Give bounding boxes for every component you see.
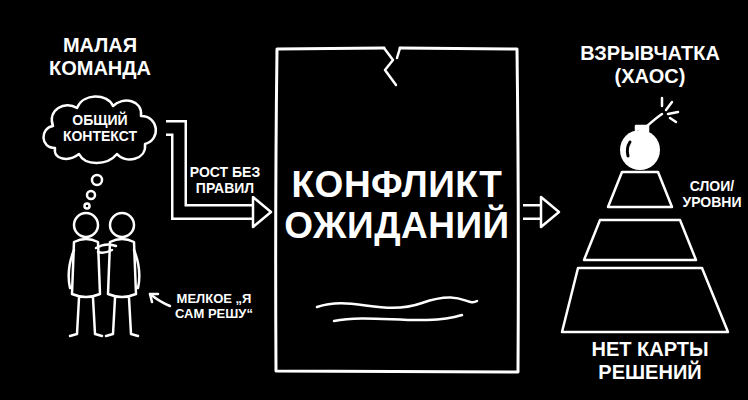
pyramid-tier bbox=[562, 268, 728, 332]
thought-cloud: ОБЩИЙ КОНТЕКСТ bbox=[35, 88, 165, 168]
group-heading: МАЛАЯ КОМАНДА bbox=[45, 34, 155, 80]
edge-label: РОСТ БЕЗ ПРАВИЛ bbox=[189, 164, 261, 196]
fuse bbox=[646, 114, 662, 127]
node-outline bbox=[560, 42, 740, 384]
stick-figure bbox=[106, 213, 139, 336]
block-arrow bbox=[166, 128, 271, 227]
cloud-outline bbox=[43, 96, 155, 163]
pyramid-tier bbox=[608, 172, 672, 207]
thought-bubble bbox=[87, 191, 95, 199]
block-arrow bbox=[523, 197, 559, 227]
process-box: КОНФЛИКТ ОЖИДАНИЙ bbox=[272, 45, 522, 375]
arrowhead bbox=[253, 197, 271, 227]
callout-note: МЕЛКОЕ „Я САМ РЕШУ“ bbox=[172, 292, 256, 322]
bomb bbox=[620, 130, 660, 170]
arrowhead bbox=[541, 197, 559, 227]
arm bbox=[96, 244, 116, 248]
squiggle bbox=[334, 315, 462, 321]
squiggle bbox=[317, 298, 477, 308]
thought-bubble bbox=[92, 175, 102, 185]
pyramid-figure: ВЗРЫВЧАТКА (ХАОС) НЕТ КАРТЫ РЕШЕНИЙ bbox=[560, 42, 740, 384]
stick-figure bbox=[69, 213, 102, 336]
arm bbox=[98, 250, 112, 253]
pyramid-tier bbox=[584, 220, 696, 260]
bomb-shine bbox=[627, 142, 630, 156]
side-note: СЛОИ/ УРОВНИ bbox=[679, 178, 745, 210]
leader-arrow bbox=[150, 294, 170, 306]
node-text: ОБЩИЙ КОНТЕКСТ bbox=[53, 112, 147, 144]
node-text: КОНФЛИКТ ОЖИДАНИЙ bbox=[282, 164, 512, 247]
node-text: ВЗРЫВЧАТКА (ХАОС) bbox=[560, 42, 740, 88]
box-outline bbox=[276, 48, 519, 372]
node-subtext: НЕТ КАРТЫ РЕШЕНИЙ bbox=[560, 338, 740, 384]
spark bbox=[662, 98, 678, 122]
crack bbox=[384, 48, 400, 85]
thought-bubble bbox=[85, 204, 90, 209]
